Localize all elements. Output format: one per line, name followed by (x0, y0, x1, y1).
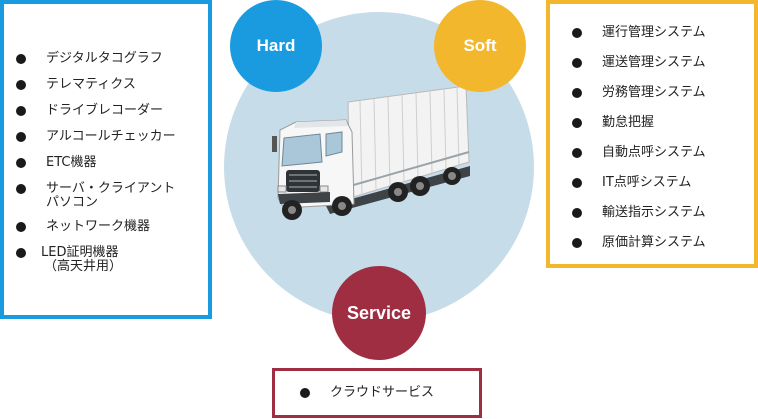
bullet-dot (16, 222, 26, 232)
list-item: ネットワーク機器 (16, 220, 208, 234)
list-item: サーバ・クライアント パソコン (16, 182, 208, 210)
list-item: アルコールチェッカー (16, 130, 208, 144)
bullet-dot (16, 106, 26, 116)
list-item: IT点呼システム (572, 176, 754, 190)
bullet-dot (300, 388, 310, 398)
list-item: ドライブレコーダー (16, 104, 208, 118)
soft-items-box: 運行管理システム 運送管理システム 労務管理システム 勤怠把握 自動点呼システム… (546, 0, 758, 268)
bullet-dot (16, 184, 26, 194)
service-items-box: クラウドサービス (272, 368, 482, 418)
soft-badge: Soft (434, 0, 526, 92)
list-item: テレマティクス (16, 78, 208, 92)
soft-items-list: 運行管理システム 運送管理システム 労務管理システム 勤怠把握 自動点呼システム… (572, 26, 754, 250)
list-item: 運送管理システム (572, 56, 754, 70)
list-item: 原価計算システム (572, 236, 754, 250)
list-item: 運行管理システム (572, 26, 754, 40)
bullet-dot (572, 118, 582, 128)
bullet-dot (16, 80, 26, 90)
hard-items-list: デジタルタコグラフ テレマティクス ドライブレコーダー アルコールチェッカー E… (16, 52, 208, 274)
list-item: 輸送指示システム (572, 206, 754, 220)
bullet-dot (572, 58, 582, 68)
list-item: 労務管理システム (572, 86, 754, 100)
service-items-list: クラウドサービス (300, 386, 479, 400)
bullet-dot (572, 178, 582, 188)
hard-badge: Hard (230, 0, 322, 92)
bullet-dot (16, 54, 26, 64)
list-item: クラウドサービス (300, 386, 479, 400)
bullet-dot (16, 158, 26, 168)
list-item: 勤怠把握 (572, 116, 754, 130)
bullet-dot (572, 28, 582, 38)
bullet-dot (16, 248, 26, 258)
list-item: ETC機器 (16, 156, 208, 170)
list-item: LED証明機器 （高天井用） (16, 246, 208, 274)
bullet-dot (572, 208, 582, 218)
service-badge: Service (332, 266, 426, 360)
bullet-dot (572, 238, 582, 248)
truck-icon (272, 86, 470, 220)
hard-items-box: デジタルタコグラフ テレマティクス ドライブレコーダー アルコールチェッカー E… (0, 0, 212, 319)
bullet-dot (572, 88, 582, 98)
bullet-dot (16, 132, 26, 142)
list-item: デジタルタコグラフ (16, 52, 208, 66)
bullet-dot (572, 148, 582, 158)
list-item: 自動点呼システム (572, 146, 754, 160)
